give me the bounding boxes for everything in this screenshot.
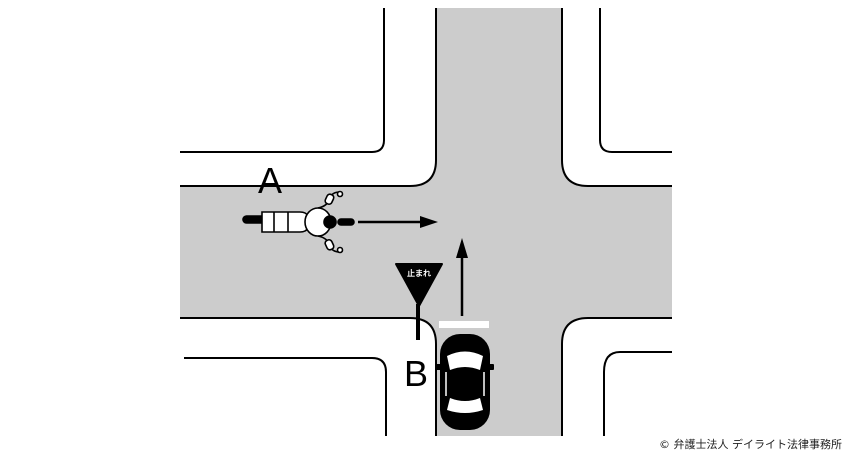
stop-sign-text: 止まれ (407, 268, 431, 278)
road-surface (180, 8, 672, 436)
arrow-right (358, 216, 438, 228)
copyright-text: © 弁護士法人 デイライト法律事務所 (659, 438, 842, 451)
curb-lines (180, 8, 672, 436)
motorcycle-icon (242, 190, 355, 254)
arrow-up (456, 238, 468, 316)
stop-sign-icon: 止まれ (395, 263, 443, 340)
vehicle-a-label: A (258, 160, 282, 201)
car-icon (436, 334, 494, 430)
vehicle-b-label: B (404, 353, 428, 394)
stop-line (439, 321, 489, 328)
